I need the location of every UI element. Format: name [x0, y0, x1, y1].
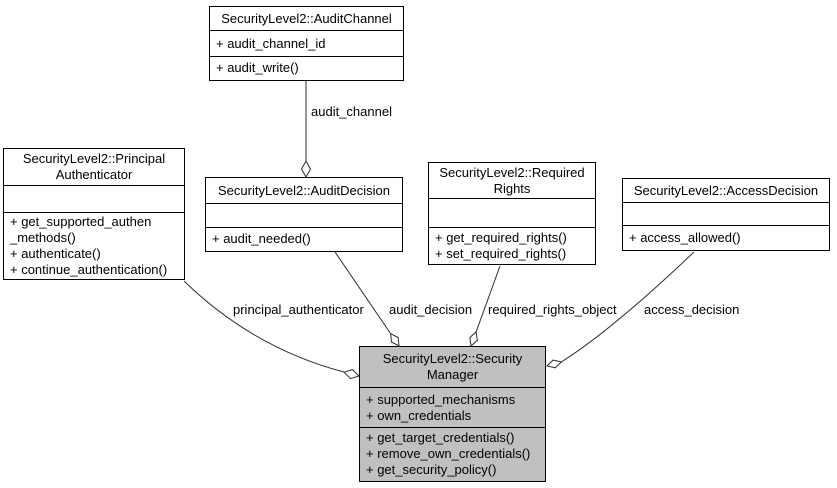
class-title: SecurityLevel2::AuditDecision: [218, 182, 390, 198]
class-title-section: SecurityLevel2::AccessDecision: [623, 179, 829, 202]
operation-line: + remove_own_credentials(): [366, 446, 531, 462]
class-attributes-section: + supported_mechanisms + own_credentials: [360, 387, 545, 426]
class-operations-section: + audit_write(): [210, 55, 403, 80]
aggregation-diamond-icon: [390, 332, 400, 347]
aggregation-diamond-icon: [469, 330, 478, 348]
class-title: Manager: [426, 367, 479, 383]
class-operations-section: + get_target_credentials() + remove_own_…: [360, 426, 545, 481]
edge-principal-authenticator-line: [183, 280, 345, 373]
edge-label-audit-channel: audit_channel: [311, 104, 392, 119]
aggregation-diamond-icon: [300, 159, 312, 179]
class-title-section: SecurityLevel2::Required Rights: [429, 163, 595, 198]
class-title: Rights: [493, 180, 531, 196]
aggregation-diamond-icon: [545, 359, 563, 369]
edge-access-decision-line: [561, 251, 695, 363]
class-title-section: SecurityLevel2::Security Manager: [360, 347, 545, 387]
class-operations-section: + access_allowed(): [623, 224, 829, 250]
aggregation-diamond-icon: [343, 369, 360, 380]
class-title: SecurityLevel2::Principal: [22, 151, 166, 167]
class-title: SecurityLevel2::Security: [382, 351, 523, 367]
operation-line: + get_security_policy(): [366, 462, 497, 478]
operation-line: _methods(): [10, 230, 76, 246]
edge-audit-decision-line: [334, 251, 392, 334]
class-title-section: SecurityLevel2::Principal Authenticator: [4, 149, 184, 185]
edge-label-required-rights-object: required_rights_object: [488, 302, 617, 317]
class-attributes-section: [623, 202, 829, 224]
attribute-line: + audit_channel_id: [216, 35, 326, 51]
class-attributes-section: [429, 198, 595, 226]
class-attributes-section: [4, 185, 184, 212]
operation-line: + audit_needed(): [212, 231, 311, 247]
class-title-section: SecurityLevel2::AuditChannel: [210, 7, 403, 30]
edge-label-principal-authenticator: principal_authenticator: [233, 302, 364, 317]
class-operations-section: + get_required_rights() + set_required_r…: [429, 226, 595, 264]
class-attributes-section: [206, 203, 402, 226]
class-title: SecurityLevel2::AuditChannel: [221, 10, 392, 26]
edge-required-rights-line: [475, 265, 501, 333]
class-node-security-manager[interactable]: SecurityLevel2::Security Manager + suppo…: [359, 346, 546, 482]
operation-line: + audit_write(): [216, 60, 299, 76]
class-node-required-rights[interactable]: SecurityLevel2::Required Rights + get_re…: [428, 162, 596, 265]
operation-line: + authenticate(): [10, 246, 101, 262]
class-title: Authenticator: [55, 167, 133, 183]
class-node-principal-authenticator[interactable]: SecurityLevel2::Principal Authenticator …: [3, 148, 185, 280]
class-operations-section: + get_supported_authen _methods() + auth…: [4, 212, 184, 279]
operation-line: + continue_authentication(): [10, 262, 168, 278]
operation-line: + get_supported_authen: [10, 214, 152, 230]
class-title: SecurityLevel2::Required: [439, 164, 585, 180]
operation-line: + get_target_credentials(): [366, 430, 515, 446]
class-title-section: SecurityLevel2::AuditDecision: [206, 178, 402, 203]
class-node-access-decision[interactable]: SecurityLevel2::AccessDecision + access_…: [622, 178, 830, 251]
edge-label-access-decision: access_decision: [644, 302, 740, 317]
attribute-line: + own_credentials: [366, 407, 472, 423]
class-node-audit-channel[interactable]: SecurityLevel2::AuditChannel + audit_cha…: [209, 6, 404, 81]
class-title: SecurityLevel2::AccessDecision: [633, 182, 819, 198]
class-attributes-section: + audit_channel_id: [210, 30, 403, 55]
edge-label-audit-decision: audit_decision: [389, 302, 473, 317]
operation-line: + get_required_rights(): [435, 229, 567, 245]
operation-line: + set_required_rights(): [435, 245, 567, 261]
class-operations-section: + audit_needed(): [206, 226, 402, 251]
class-node-audit-decision[interactable]: SecurityLevel2::AuditDecision + audit_ne…: [205, 177, 403, 252]
operation-line: + access_allowed(): [629, 229, 741, 245]
attribute-line: + supported_mechanisms: [366, 391, 516, 407]
